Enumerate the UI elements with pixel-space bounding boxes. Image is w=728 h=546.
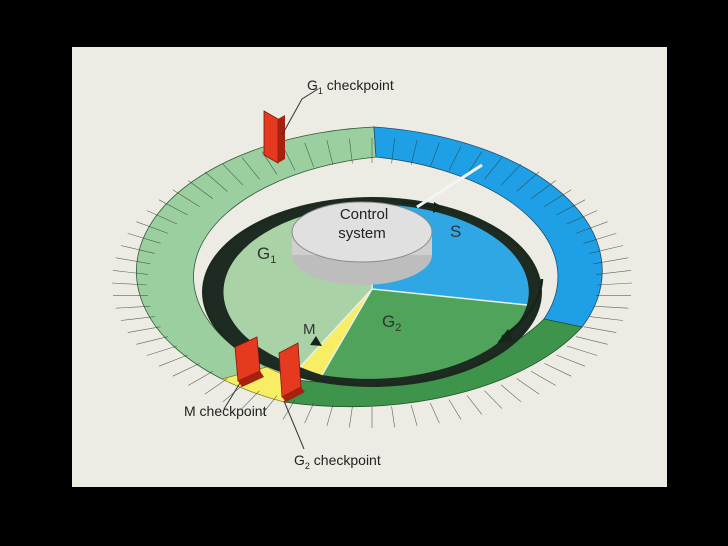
ring-tick bbox=[349, 406, 353, 428]
ring-tick bbox=[448, 399, 462, 420]
ring-tick bbox=[146, 345, 178, 356]
phase-label-m: M bbox=[303, 321, 316, 338]
ring-tick bbox=[410, 405, 418, 426]
ring-tick bbox=[589, 316, 624, 321]
ring-tick bbox=[136, 221, 169, 234]
ring-tick bbox=[391, 406, 395, 428]
ring-tick bbox=[326, 405, 334, 426]
cycle-arrows bbox=[310, 200, 544, 346]
ring-tick bbox=[593, 257, 629, 265]
g2-checkpoint-marker bbox=[278, 342, 305, 402]
ring-tick bbox=[172, 189, 200, 207]
ring-tick bbox=[349, 138, 353, 164]
ring-tick bbox=[188, 180, 214, 199]
ring-segment-g1 bbox=[136, 126, 377, 380]
g1-checkpoint-marker bbox=[263, 110, 285, 164]
ring-tick bbox=[282, 399, 296, 420]
ring-tick bbox=[530, 371, 556, 386]
leader-lines bbox=[223, 88, 319, 450]
ring-tick bbox=[282, 146, 296, 171]
ring-tick bbox=[111, 282, 148, 286]
ring-tick bbox=[500, 163, 522, 186]
ring-tick bbox=[304, 402, 315, 424]
m-checkpoint-marker bbox=[234, 336, 264, 387]
ring-tick bbox=[448, 146, 462, 171]
ring-tick bbox=[172, 363, 200, 377]
ring-tick bbox=[222, 163, 244, 186]
g2-checkpoint-label: G2 checkpoint bbox=[294, 452, 381, 471]
ring-tick bbox=[566, 210, 598, 225]
m-checkpoint-label: M checkpoint bbox=[184, 403, 267, 419]
phase-label-g2: G2 bbox=[382, 312, 401, 334]
ring-tick bbox=[120, 245, 155, 254]
ring-tick bbox=[127, 233, 161, 244]
disc-sector-m bbox=[300, 289, 372, 375]
ring-tick bbox=[158, 354, 188, 367]
ring-tick bbox=[544, 363, 572, 377]
ring-tick bbox=[136, 336, 169, 345]
ring-tick bbox=[204, 171, 228, 192]
ring-tick bbox=[146, 210, 178, 225]
control-system-label-line2: system bbox=[338, 225, 386, 242]
ring-tick bbox=[410, 140, 418, 165]
ring-tick bbox=[596, 270, 632, 275]
ring-tick bbox=[261, 395, 278, 415]
g1-checkpoint-label: G1 checkpoint bbox=[307, 77, 394, 96]
disc-sector-g2 bbox=[322, 289, 527, 379]
control-system-label-line1: Control bbox=[340, 206, 388, 223]
ring-tick bbox=[326, 140, 334, 165]
ring-tick bbox=[466, 151, 483, 175]
ring-tick bbox=[544, 189, 572, 207]
ring-tick bbox=[484, 157, 503, 180]
ring-tick bbox=[556, 354, 586, 367]
ring-tick bbox=[596, 282, 633, 286]
ring-tick bbox=[429, 402, 440, 424]
cell-cycle-control-diagram: Control system G1 S G2 M G1 checkpoint bbox=[111, 77, 633, 471]
ring-tick bbox=[241, 390, 260, 409]
phase-label-s: S bbox=[450, 222, 461, 241]
ring-tick bbox=[115, 257, 151, 265]
ring-tick bbox=[556, 199, 586, 216]
ring-tick bbox=[516, 171, 540, 192]
ring-tick bbox=[222, 384, 244, 403]
ring-tick bbox=[304, 142, 315, 168]
ring-tick bbox=[583, 326, 617, 333]
ring-tick bbox=[530, 180, 556, 199]
ring-tick bbox=[566, 345, 598, 356]
ring-tick bbox=[158, 199, 188, 216]
ring-tick bbox=[593, 305, 629, 309]
ring-tick bbox=[466, 395, 483, 415]
ring-tick bbox=[589, 245, 624, 254]
ring-tick bbox=[188, 371, 214, 386]
ring-tick bbox=[115, 305, 151, 309]
phase-label-g1: G1 bbox=[257, 244, 276, 266]
ring-tick bbox=[500, 384, 522, 403]
ring-tick bbox=[241, 157, 260, 180]
ring-tick bbox=[575, 221, 608, 234]
ring-tick bbox=[112, 270, 148, 275]
ring-tick bbox=[204, 378, 228, 395]
textbook-page-scan: Control system G1 S G2 M G1 checkpoint bbox=[72, 47, 667, 487]
ring-tick bbox=[127, 326, 161, 333]
ring-tick bbox=[429, 142, 440, 168]
ring-tick bbox=[516, 378, 540, 395]
control-system: Control system bbox=[291, 163, 483, 285]
ring-tick bbox=[120, 316, 155, 321]
ring-tick bbox=[484, 390, 503, 409]
ring-tick bbox=[583, 233, 617, 244]
ring-tick bbox=[391, 138, 395, 164]
ring-tick bbox=[575, 336, 608, 345]
